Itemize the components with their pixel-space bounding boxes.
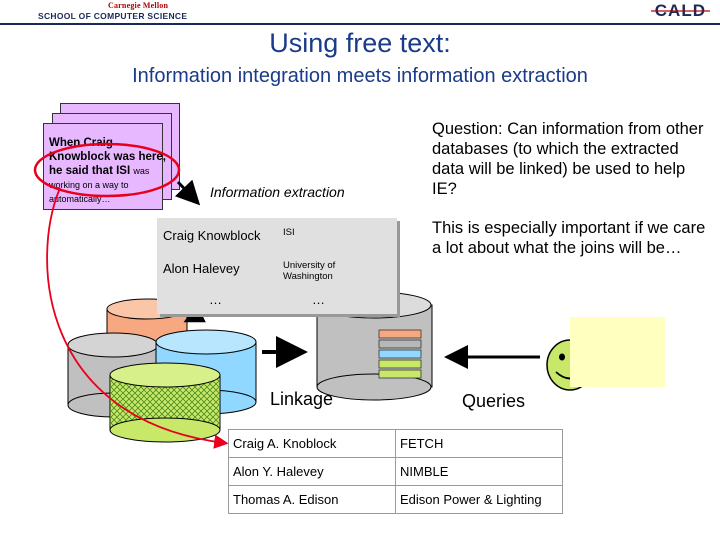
table-cell: Edison Power & Lighting [395,485,563,514]
extracted-cell: … [312,292,325,307]
importance-text: This is especially important if we care … [432,219,706,257]
queries-label: Queries [462,391,526,411]
question-text: Question: Can information from other dat… [432,120,704,198]
extracted-cell: … [209,292,222,307]
document-text-bold: When Craig Knowblock was here, he said t… [49,137,166,177]
header-divider [0,23,720,25]
linkage-label: Linkage [270,389,334,409]
table-row: Thomas A. Edison Edison Power & Lighting [228,485,563,514]
table-cell: Craig A. Knoblock [228,429,396,458]
linked-results-table: Craig A. Knoblock FETCH Alon Y. Halevey … [228,429,563,514]
document-text-rest: was working on a way to automatically… [49,166,150,204]
extracted-cell: Craig Knowblock [163,228,261,243]
cmu-logo: Carnegie Mellon [108,1,169,10]
slide-title: Using free text: [269,28,451,58]
slide-subtitle: Information integration meets informatio… [132,65,588,87]
extracted-table: Craig Knowblock ISI Alon Halevey Univers… [157,218,397,314]
extracted-cell: ISI [283,227,295,238]
school-name: SCHOOL OF COMPUTER SCIENCE [38,11,188,21]
query-note-box [570,317,665,387]
table-row: Craig A. Knoblock FETCH [228,429,563,458]
highlight-link-curve [46,187,229,449]
document-text: When Craig Knowblock was here, he said t… [49,136,167,206]
highlight-circle [33,142,181,198]
database-cylinder-green [109,362,221,443]
table-row: Alon Y. Halevey NIMBLE [228,457,563,486]
table-cell: Thomas A. Edison [228,485,396,514]
extracted-cell: Alon Halevey [163,261,240,276]
ie-arrow [174,179,201,206]
extracted-cell: University of Washington [283,260,336,282]
table-cell: NIMBLE [395,457,563,486]
ie-label: Information extraction [210,184,345,200]
table-cell: Alon Y. Halevey [228,457,396,486]
table-cell: FETCH [395,429,563,458]
cald-logo: CALD [650,1,711,20]
